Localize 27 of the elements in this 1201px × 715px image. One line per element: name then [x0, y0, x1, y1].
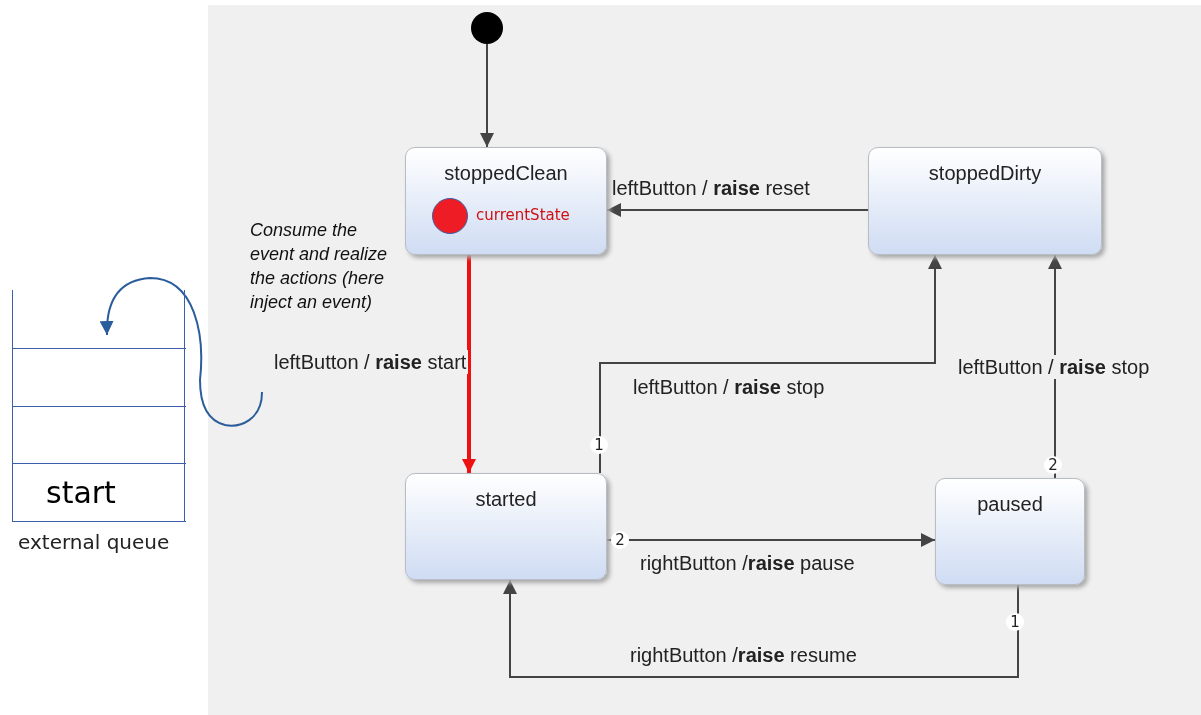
state-name: started — [474, 488, 538, 511]
state-name: paused — [976, 493, 1044, 516]
transition-arrow — [606, 533, 936, 547]
transition-arrow — [462, 255, 476, 473]
state-box — [935, 478, 1085, 585]
edge-label: leftButton / raise reset — [611, 176, 811, 200]
state-name: stoppedClean — [443, 162, 569, 185]
marker-caption: currentState — [476, 206, 570, 224]
transition-arrow — [480, 43, 494, 148]
queue-slot: start — [13, 464, 186, 522]
edge-label: leftButton / raise stop — [956, 355, 1152, 379]
current-state-marker — [432, 198, 468, 234]
curved-arrow — [100, 277, 263, 427]
transition-arrow — [606, 203, 869, 217]
state-box — [405, 147, 607, 255]
transition-arrow — [599, 254, 942, 474]
edge-label: rightButton /raise pause — [639, 551, 856, 575]
state-box — [405, 473, 607, 580]
state-box — [868, 147, 1102, 255]
edge-label: leftButton / raise stop — [632, 375, 826, 399]
annotation-note: Consume the event and realize the actions (here inject an event) — [250, 219, 389, 314]
edge-label: rightButton /raise resume — [629, 643, 858, 667]
edge-label: leftButton / raise start — [272, 350, 469, 374]
queue — [12, 290, 185, 522]
state-name: stoppedDirty — [927, 162, 1043, 185]
queue-caption: external queue — [18, 530, 170, 554]
transition-arrow — [503, 579, 1019, 678]
